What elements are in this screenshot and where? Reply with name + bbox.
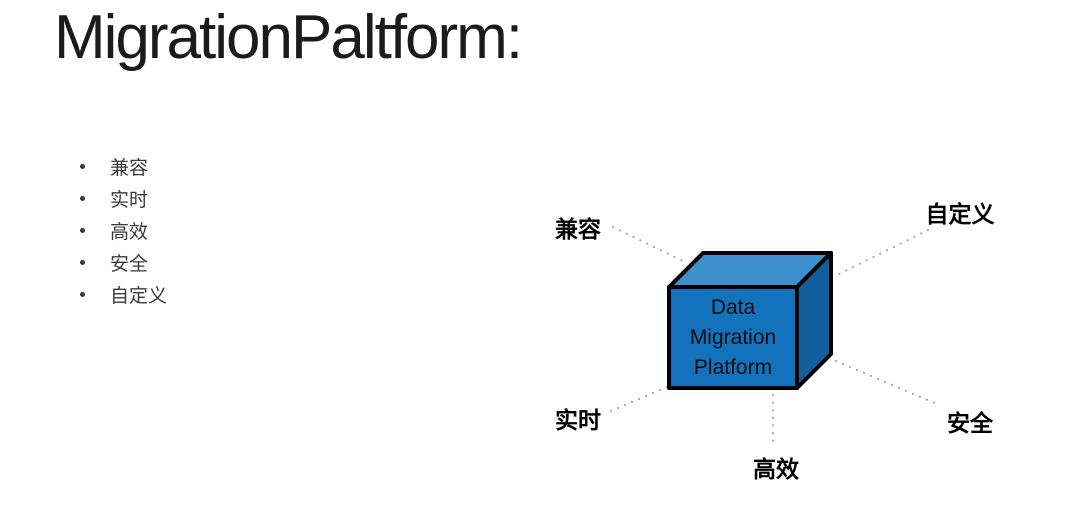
bullet-icon	[80, 227, 85, 233]
cube-front-face	[667, 285, 799, 390]
bullet-icon	[80, 195, 85, 201]
cube: Data Migration Platform	[667, 251, 833, 390]
connector-lines	[610, 226, 938, 442]
bullet-label: 实时	[110, 189, 149, 211]
cube-text-line2: Migration	[690, 326, 776, 349]
bullet-label: 高效	[110, 221, 149, 243]
bullet-label: 自定义	[110, 285, 168, 307]
list-item: 高效	[80, 214, 167, 246]
label-bottom-left: 实时	[555, 407, 601, 433]
cube-diagram: Data Migration Platform 兼容 自定义 实时 高效 安全	[555, 201, 995, 482]
label-top-right: 自定义	[926, 201, 995, 227]
list-item: 实时	[80, 182, 167, 214]
connector-bottom-right	[835, 360, 938, 405]
bullet-label: 兼容	[110, 157, 149, 179]
spoke-labels: 兼容 自定义 实时 高效 安全	[555, 201, 995, 482]
cube-text-line3: Platform	[694, 356, 772, 379]
bullet-label: 安全	[110, 253, 149, 275]
list-item: 安全	[80, 246, 167, 278]
label-bottom-right: 安全	[947, 410, 994, 436]
connector-top-right	[838, 229, 929, 275]
page-title: MigrationPaltform:	[54, 3, 523, 72]
label-top-left: 兼容	[555, 216, 601, 242]
bullet-icon	[80, 259, 85, 265]
bullet-list: 兼容 实时 高效 安全 自定义	[80, 150, 167, 310]
bullet-icon	[80, 163, 85, 169]
cube-text-line1: Data	[711, 296, 756, 319]
list-item: 自定义	[80, 278, 167, 310]
connector-top-left	[612, 226, 688, 264]
label-bottom: 高效	[753, 456, 799, 482]
list-item: 兼容	[80, 150, 167, 182]
connector-bottom-left	[610, 385, 670, 412]
bullet-icon	[80, 291, 85, 297]
